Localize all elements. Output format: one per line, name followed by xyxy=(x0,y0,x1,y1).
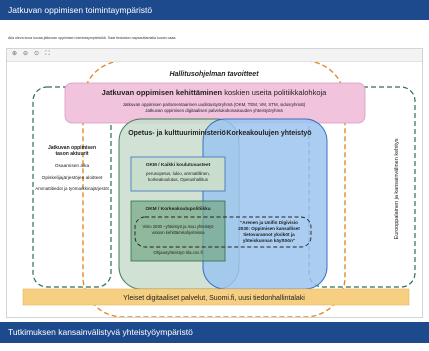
fullscreen-icon[interactable]: ⛶ xyxy=(45,51,50,57)
kansainvalinen-text: Eurooppalainen ja kansainvälinen kehitys xyxy=(394,138,400,239)
koulutusasteet-line1: perusopetus, lukio, ammatillinen, xyxy=(146,171,210,176)
zoom-in-icon[interactable]: ⊕ xyxy=(11,51,18,57)
aktuurit-title-line1: Jatkuvan oppimisen xyxy=(48,145,96,151)
aktuurit-item-osaamisen-aika[interactable]: Osaamisen aika xyxy=(55,163,90,169)
section-header-title: Tutkimuksen kansainvälistyvä yhteistyöym… xyxy=(8,327,193,337)
kehittaminen-line2: Jatkuvan oppimisen digitaalisen palveluk… xyxy=(145,108,283,113)
zoom-out-icon[interactable]: ⊖ xyxy=(22,51,29,57)
viewer-toolbar: ⊕ ⊖ ⊙ ⛶ xyxy=(7,49,422,62)
kansainvalinen-frame xyxy=(308,86,416,288)
korkeakoulupolitiikka-line1: Visio 2030 –yhteistyö ja muu yhteistyö xyxy=(143,224,215,229)
aktuurit-item-opiskelijajarjestot[interactable]: Opiskelijajärjestöjen aloitteet xyxy=(42,175,103,181)
aktuurit-title-line2: tason aktuurit xyxy=(55,151,88,157)
aktuurit-item-tyomarkkinajarjestot[interactable]: Ammattitiedot ja työmarkkinajärjestöt xyxy=(35,186,109,191)
section-header-toimintaymparisto: Jatkuvan oppimisen toimintaympäristö xyxy=(0,0,429,20)
reset-zoom-icon[interactable]: ⊙ xyxy=(33,51,40,57)
digivisio-frame[interactable] xyxy=(134,216,312,248)
ohjausyhteistyo-text[interactable]: Ohjausyhteistyö tila.csc.fi xyxy=(153,250,202,255)
hallitus-title: Hallitusohjelman tavoitteet xyxy=(169,71,259,78)
koulutusasteet-title: OKM / Kaikki koulutusasteet xyxy=(146,162,211,168)
digivisio-line1: "Arenen ja Unifin Digivisio xyxy=(240,220,298,225)
digipalvelut-bar[interactable] xyxy=(22,288,410,306)
korkeakoulut-title: Korkeakoulujen yhteistyö xyxy=(226,130,311,137)
digipalvelut-text: Yleiset digitaaliset palvelut, Suomi.fi,… xyxy=(123,295,305,302)
diagram-viewer[interactable]: Hallitusohjelman tavoitteet Jatkuvan opp… xyxy=(6,48,423,318)
digivisio-line4: yhteiskunnan käyttöön" xyxy=(243,238,295,243)
korkeakoulupolitiikka-title: OKM / Korkeakoulupolitiikka xyxy=(145,206,210,212)
korkeakoulupolitiikka-line2: visioon kehittämisohjelmissa xyxy=(152,230,206,235)
okm-title: Opetus- ja kulttuuriministeriö xyxy=(128,130,226,137)
kehittaminen-line1: Jatkuvan oppimisen parlamentaarinen uudi… xyxy=(123,102,306,107)
koulutusasteet-line2: korkeakoulutus, Opetushallitus xyxy=(148,177,209,182)
digivisio-line2: 2030: Oppimisen kansalliset xyxy=(238,226,300,231)
diagram-canvas[interactable]: Hallitusohjelman tavoitteet Jatkuvan opp… xyxy=(7,49,423,318)
kehittaminen-title: Jatkuvan oppimisen kehittäminen koskien … xyxy=(102,88,328,97)
intro-text: Alla oleva kuva kuvaa jatkuvan oppimisen… xyxy=(8,36,177,40)
section-header-tutkimus[interactable]: Tutkimuksen kansainvälistyvä yhteistyöym… xyxy=(0,322,429,343)
koulutusasteet-box[interactable] xyxy=(130,156,226,192)
section-header-title: Jatkuvan oppimisen toimintaympäristö xyxy=(8,5,153,15)
kehittaminen-title-bold: Jatkuvan oppimisen kehittäminen xyxy=(102,88,223,97)
korkeakoulupolitiikka-box[interactable] xyxy=(130,200,226,262)
kehittaminen-title-rest: koskien useita politiikkalohkoja xyxy=(222,88,327,97)
digivisio-line3: tietovarannot yksiköt ja xyxy=(243,232,295,237)
